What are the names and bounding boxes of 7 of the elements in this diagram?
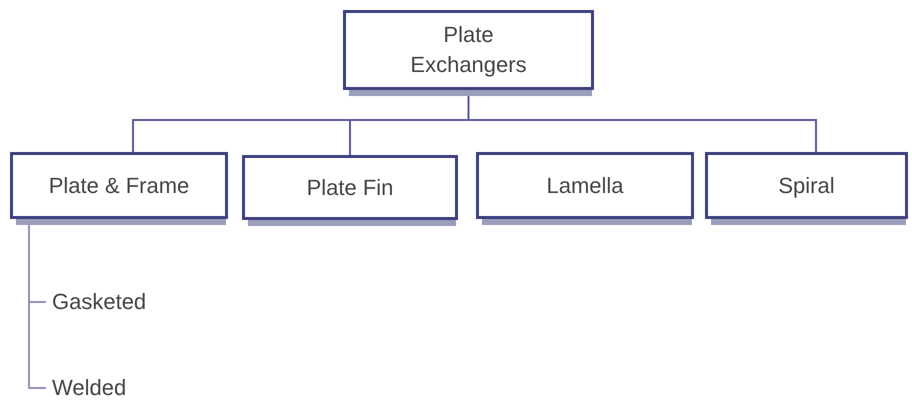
- box-label: Plate Fin: [306, 174, 394, 202]
- node-label: Welded: [52, 375, 126, 401]
- box-label: Spiral: [778, 172, 835, 200]
- node-label: Gasketed: [52, 289, 146, 315]
- box-label: Plate & Frame: [48, 172, 190, 200]
- box-label: Plate Exchangers: [409, 21, 528, 79]
- box-label: Lamella: [546, 172, 624, 200]
